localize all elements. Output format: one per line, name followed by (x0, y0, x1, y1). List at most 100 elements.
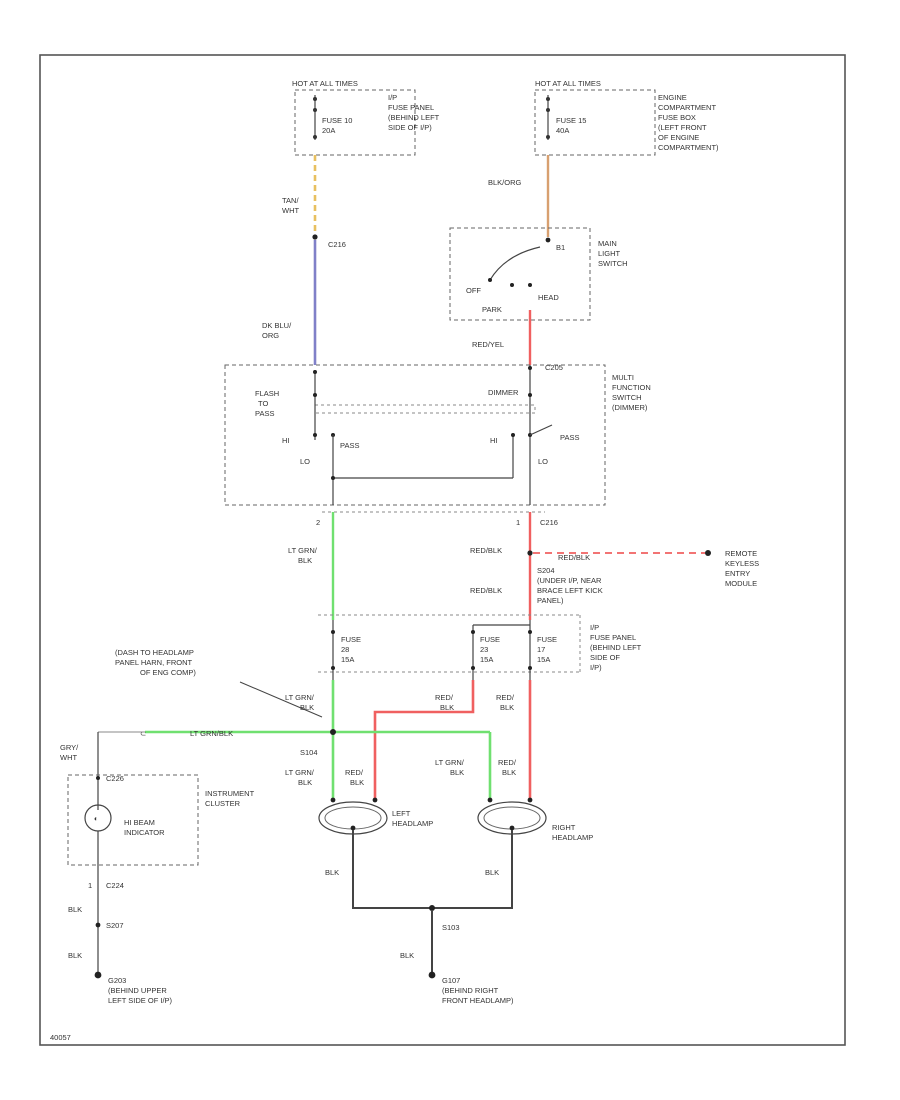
svg-text:(DASH TO HEADLAMP: (DASH TO HEADLAMP (115, 648, 194, 657)
svg-text:GRY/: GRY/ (60, 743, 79, 752)
svg-text:REMOTE: REMOTE (725, 549, 757, 558)
svg-text:G203: G203 (108, 976, 126, 985)
svg-text:WHT: WHT (282, 206, 299, 215)
ground-g107 (428, 971, 436, 979)
svg-text:RED/: RED/ (345, 768, 364, 777)
svg-text:2: 2 (316, 518, 320, 527)
splice-s104 (330, 729, 336, 735)
svg-text:RED/: RED/ (435, 693, 454, 702)
svg-text:KEYLESS: KEYLESS (725, 559, 759, 568)
ground-g203 (94, 971, 102, 979)
fuse-box-right (534, 89, 656, 156)
svg-text:BRACE LEFT KICK: BRACE LEFT KICK (537, 586, 603, 595)
figure-id: 40057 (50, 1033, 71, 1042)
svg-text:HI: HI (490, 436, 498, 445)
svg-text:◐: ◐ (94, 814, 99, 823)
svg-text:SWITCH: SWITCH (612, 393, 642, 402)
connector-c216-top: C216 (328, 240, 346, 249)
svg-text:BLK/ORG: BLK/ORG (488, 178, 522, 187)
svg-text:LO: LO (538, 457, 548, 466)
svg-text:S104: S104 (300, 748, 318, 757)
svg-text:PASS: PASS (560, 433, 579, 442)
svg-text:28: 28 (341, 645, 349, 654)
svg-text:BLK: BLK (450, 768, 464, 777)
svg-text:(BEHIND LEFT: (BEHIND LEFT (590, 643, 642, 652)
splice-s207 (95, 922, 101, 928)
svg-text:LT GRN/BLK: LT GRN/BLK (190, 729, 233, 738)
svg-text:C226: C226 (106, 774, 124, 783)
svg-text:BLK: BLK (325, 868, 339, 877)
svg-text:S207: S207 (106, 921, 124, 930)
svg-text:DIMMER: DIMMER (488, 388, 519, 397)
svg-text:DK BLU/: DK BLU/ (262, 321, 292, 330)
svg-text:FUSE 15: FUSE 15 (556, 116, 586, 125)
svg-text:HEADLAMP: HEADLAMP (552, 833, 593, 842)
svg-text:1: 1 (88, 881, 92, 890)
svg-text:FUSE: FUSE (341, 635, 361, 644)
svg-text:G107: G107 (442, 976, 460, 985)
svg-text:FUSE: FUSE (480, 635, 500, 644)
svg-text:BLK: BLK (500, 703, 514, 712)
hot-at-all-times-left: HOT AT ALL TIMES (292, 79, 358, 88)
svg-text:40A: 40A (556, 126, 569, 135)
fuse-rating: 20A (322, 126, 335, 135)
svg-text:LEFT SIDE OF I/P): LEFT SIDE OF I/P) (108, 996, 173, 1005)
svg-text:I/P: I/P (388, 93, 397, 102)
svg-text:FUSE BOX: FUSE BOX (658, 113, 696, 122)
svg-text:ORG: ORG (262, 331, 279, 340)
svg-text:LT GRN/: LT GRN/ (285, 693, 315, 702)
svg-text:BLK: BLK (400, 951, 414, 960)
svg-text:(BEHIND UPPER: (BEHIND UPPER (108, 986, 167, 995)
svg-text:INDICATOR: INDICATOR (124, 828, 165, 837)
svg-text:TO: TO (258, 399, 268, 408)
svg-text:OF ENGINE: OF ENGINE (658, 133, 699, 142)
svg-text:FUSE PANEL: FUSE PANEL (590, 633, 636, 642)
switch-arm (489, 246, 541, 281)
svg-text:INSTRUMENT: INSTRUMENT (205, 789, 255, 798)
svg-text:(DIMMER): (DIMMER) (612, 403, 648, 412)
diagram-frame (39, 54, 846, 1046)
fuse-box-left (294, 89, 416, 156)
svg-text:(UNDER I/P, NEAR: (UNDER I/P, NEAR (537, 576, 602, 585)
svg-text:BLK: BLK (298, 556, 312, 565)
svg-text:RED/BLK: RED/BLK (558, 553, 590, 562)
svg-text:OF ENG COMP): OF ENG COMP) (140, 668, 196, 677)
svg-text:C224: C224 (106, 881, 124, 890)
svg-text:(BEHIND RIGHT: (BEHIND RIGHT (442, 986, 499, 995)
svg-text:PASS: PASS (340, 441, 359, 450)
svg-text:COMPARTMENT): COMPARTMENT) (658, 143, 719, 152)
svg-text:HI BEAM: HI BEAM (124, 818, 155, 827)
svg-text:MULTI: MULTI (612, 373, 634, 382)
svg-text:FUSE PANEL: FUSE PANEL (388, 103, 434, 112)
fuse-label: FUSE 10 (322, 116, 352, 125)
svg-text:I/P): I/P) (590, 663, 602, 672)
svg-text:23: 23 (480, 645, 488, 654)
main-light-switch-box (449, 227, 591, 321)
multifunction-switch-box (224, 364, 606, 506)
svg-text:15A: 15A (341, 655, 354, 664)
instrument-cluster-box (67, 774, 199, 866)
svg-text:C216: C216 (540, 518, 558, 527)
svg-text:BLK: BLK (485, 868, 499, 877)
svg-text:S204: S204 (537, 566, 555, 575)
svg-text:LT GRN/: LT GRN/ (285, 768, 315, 777)
connector-pin (312, 234, 318, 240)
svg-text:RED/: RED/ (496, 693, 515, 702)
svg-text:15A: 15A (537, 655, 550, 664)
svg-text:PANEL HARN, FRONT: PANEL HARN, FRONT (115, 658, 193, 667)
splice-s204 (527, 550, 533, 556)
svg-text:HI: HI (282, 436, 290, 445)
svg-text:LIGHT: LIGHT (598, 249, 621, 258)
svg-text:WHT: WHT (60, 753, 77, 762)
svg-text:LT GRN/: LT GRN/ (435, 758, 465, 767)
svg-text:MAIN: MAIN (598, 239, 617, 248)
svg-text:RED/BLK: RED/BLK (470, 586, 502, 595)
svg-text:ENGINE: ENGINE (658, 93, 687, 102)
svg-text:TAN/: TAN/ (282, 196, 299, 205)
svg-text:BLK: BLK (440, 703, 454, 712)
svg-text:BLK: BLK (68, 951, 82, 960)
svg-text:PARK: PARK (482, 305, 502, 314)
svg-text:B1: B1 (556, 243, 565, 252)
svg-text:ENTRY: ENTRY (725, 569, 750, 578)
